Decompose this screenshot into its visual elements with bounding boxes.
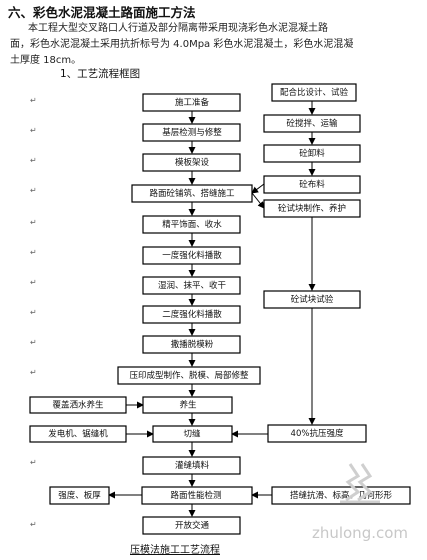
svg-text:搭缝抗滑、标高、几何形形: 搭缝抗滑、标高、几何形形 xyxy=(290,490,393,501)
flowchart-subheading: 1、工艺流程框图 xyxy=(60,68,141,80)
section-heading: 六、彩色水泥混凝土路面施工方法 xyxy=(8,5,196,20)
flow-box-left-1: 覆盖洒水养生 xyxy=(29,396,127,414)
svg-text:砼试块制作、养护: 砼试块制作、养护 xyxy=(278,203,346,214)
flow-box-main-8: 二度强化料播散 xyxy=(142,305,241,324)
paragraph-mark: ↵ xyxy=(30,96,37,105)
paragraph-mark: ↵ xyxy=(30,156,37,165)
svg-text:模板架设: 模板架设 xyxy=(175,157,210,168)
flow-box-main-6: 一度强化料播散 xyxy=(142,246,241,265)
flow-box-main-3: 模板架设 xyxy=(142,153,241,172)
svg-text:施工准备: 施工准备 xyxy=(175,97,210,108)
svg-text:二度强化料播散: 二度强化料播散 xyxy=(162,309,222,320)
paragraph-mark: ↵ xyxy=(30,458,37,467)
svg-text:zhulong.com: zhulong.com xyxy=(312,524,408,542)
flow-box-right-7: 40%抗压强度 xyxy=(267,424,367,443)
flow-box-main-15: 开放交通 xyxy=(142,516,241,535)
svg-text:精平饰面、收水: 精平饰面、收水 xyxy=(162,219,222,230)
flow-box-main-10: 压印成型制作、脱模、局部修整 xyxy=(117,366,261,385)
svg-text:配合比设计、试验: 配合比设计、试验 xyxy=(280,87,349,98)
svg-text:撒播脱模粉: 撒播脱模粉 xyxy=(171,339,214,350)
svg-text:砼卸料: 砼卸料 xyxy=(299,148,325,159)
paragraph-mark: ↵ xyxy=(30,338,37,347)
flow-box-right-3: 砼卸料 xyxy=(263,144,361,163)
flowchart-caption: 压模法施工工艺流程 xyxy=(130,545,220,556)
flow-box-right-1: 配合比设计、试验 xyxy=(271,83,357,102)
svg-text:路面砼铺筑、搭缝施工: 路面砼铺筑、搭缝施工 xyxy=(149,188,235,199)
svg-text:发电机、锯缝机: 发电机、锯缝机 xyxy=(48,429,108,440)
svg-text:基层检测与修整: 基层检测与修整 xyxy=(162,127,222,138)
paragraph-mark: ↵ xyxy=(30,278,37,287)
svg-text:湿润、抹平、收干: 湿润、抹平、收干 xyxy=(158,280,227,291)
right-flow-arrows xyxy=(231,101,316,499)
paragraph-mark: ↵ xyxy=(30,308,37,317)
flow-box-left-3: 强度、板厚 xyxy=(49,486,110,505)
paragraph-mark: ↵ xyxy=(30,368,37,377)
paragraph-line-1: 本工程大型交叉路口人行道及部分隔离带采用现浇彩色水泥混凝土路 xyxy=(28,23,328,34)
svg-text:覆盖洒水养生: 覆盖洒水养生 xyxy=(52,400,104,411)
paragraph-mark: ↵ xyxy=(30,126,37,135)
flow-box-right-4: 砼布料 xyxy=(263,175,361,194)
svg-text:灌缝填料: 灌缝填料 xyxy=(175,460,210,471)
flow-box-main-13: 灌缝填料 xyxy=(142,456,241,475)
svg-text:路面性能检测: 路面性能检测 xyxy=(170,490,221,501)
paragraph-line-2: 面，彩色水泥混凝土采用抗折标号为 4.0Mpa 彩色水泥混凝土，彩色水泥混凝 xyxy=(10,39,354,50)
paragraph-mark: ↵ xyxy=(30,248,37,257)
flow-box-main-12: 切缝 xyxy=(152,425,233,443)
svg-text:砼布料: 砼布料 xyxy=(299,179,325,190)
flow-box-left-2: 发电机、锯缝机 xyxy=(29,425,127,443)
left-flow-arrows xyxy=(108,401,154,499)
flow-box-right-2: 砼搅拌、运输 xyxy=(263,114,361,133)
flow-box-right-8: 搭缝抗滑、标高、几何形形 xyxy=(271,486,411,505)
flow-box-main-2: 基层检测与修整 xyxy=(142,123,241,142)
flow-box-main-9: 撒播脱模粉 xyxy=(142,335,241,354)
flow-box-main-4: 路面砼铺筑、搭缝施工 xyxy=(131,184,253,203)
flow-box-right-6: 砼试块试验 xyxy=(263,290,361,309)
svg-text:砼搅拌、运输: 砼搅拌、运输 xyxy=(286,118,338,129)
flow-box-main-5: 精平饰面、收水 xyxy=(142,215,241,234)
flow-box-main-14: 路面性能检测 xyxy=(141,486,253,505)
flow-box-main-7: 湿润、抹平、收干 xyxy=(142,276,241,295)
paragraph-mark: ↵ xyxy=(30,520,37,529)
paragraph-mark: ↵ xyxy=(30,186,37,195)
flow-box-right-5: 砼试块制作、养护 xyxy=(263,199,361,218)
svg-text:一度强化料播散: 一度强化料播散 xyxy=(162,250,222,261)
watermark-logo-icon: zhulong.com xyxy=(312,463,408,542)
flow-box-main-11: 养生 xyxy=(142,396,233,414)
svg-text:养生: 养生 xyxy=(179,400,197,411)
svg-text:压印成型制作、脱模、局部修整: 压印成型制作、脱模、局部修整 xyxy=(129,370,249,381)
svg-text:砼试块试验: 砼试块试验 xyxy=(291,294,334,305)
svg-text:开放交通: 开放交通 xyxy=(175,520,210,531)
flow-box-main-1: 施工准备 xyxy=(142,93,241,112)
svg-text:40%抗压强度: 40%抗压强度 xyxy=(291,428,344,439)
paragraph-line-3: 土厚度 18cm。 xyxy=(10,55,82,66)
paragraph-mark: ↵ xyxy=(30,218,37,227)
svg-text:强度、板厚: 强度、板厚 xyxy=(58,490,101,501)
svg-text:切缝: 切缝 xyxy=(183,429,201,440)
